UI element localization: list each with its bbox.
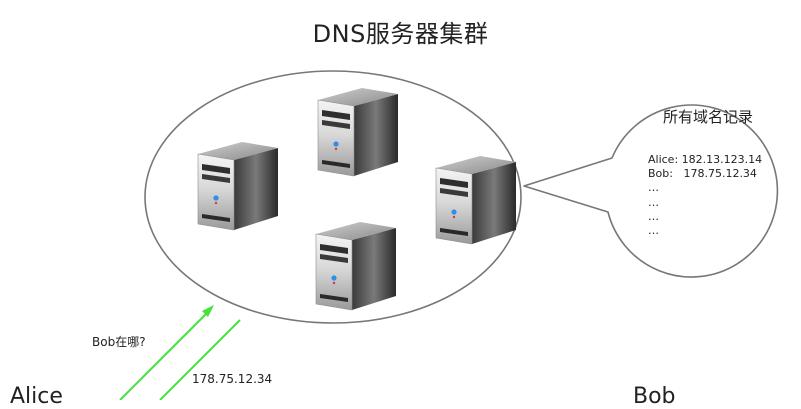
client-alice-label: Alice xyxy=(10,384,63,409)
record-row: … xyxy=(648,181,659,195)
answer-label: 178.75.12.34 xyxy=(192,372,273,386)
record-row: Alice: 182.13.123.14 xyxy=(648,153,763,166)
client-bob-label: Bob xyxy=(633,384,676,409)
server-icon xyxy=(317,87,399,177)
record-row: … xyxy=(648,195,659,209)
records-bubble xyxy=(523,104,779,278)
cluster-boundary xyxy=(144,70,522,324)
diagram-canvas xyxy=(119,70,779,400)
diagram-title: DNS服务器集群 xyxy=(312,20,489,48)
answer-arrow xyxy=(159,319,241,400)
record-row: … xyxy=(648,224,659,238)
record-row: Bob: 178.75.12.34 xyxy=(648,167,757,181)
server-icon xyxy=(197,141,279,231)
record-row: … xyxy=(648,209,659,223)
query-label: Bob在哪? xyxy=(92,335,146,349)
server-icon xyxy=(435,155,517,245)
server-icon xyxy=(315,221,397,311)
query-arrow xyxy=(119,305,214,400)
records-list: Alice: 182.13.123.14 Bob: 178.75.12.34 …… xyxy=(648,153,762,238)
records-title: 所有域名记录 xyxy=(662,108,753,126)
